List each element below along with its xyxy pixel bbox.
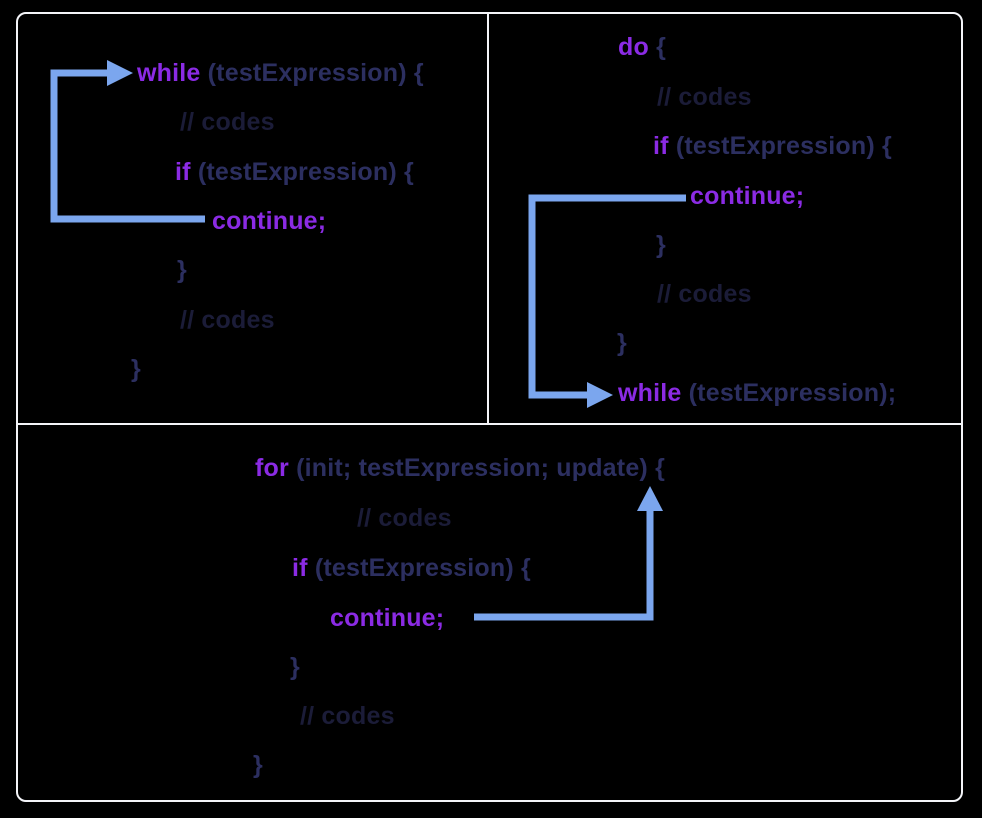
- comment-codes: // codes: [180, 306, 275, 334]
- keyword-while: while: [137, 59, 201, 87]
- comment-codes: // codes: [300, 702, 395, 730]
- code-line: continue;: [690, 180, 804, 212]
- code-line: do {: [618, 33, 667, 61]
- code-line: // codes: [180, 304, 275, 336]
- code-line: }: [177, 256, 187, 284]
- code-line: for (init; testExpression; update) {: [255, 454, 666, 482]
- code-line: if (testExpression) {: [653, 132, 892, 160]
- code-line: }: [290, 653, 300, 681]
- code-line: continue;: [330, 602, 444, 634]
- code-line: }: [656, 231, 666, 259]
- comment-codes: // codes: [357, 504, 452, 532]
- comment-codes: // codes: [657, 280, 752, 308]
- keyword-if: if: [175, 158, 191, 186]
- code-line: while (testExpression) {: [137, 59, 424, 87]
- comment-codes: // codes: [180, 108, 275, 136]
- keyword-do: do: [618, 33, 649, 61]
- code-line: // codes: [657, 278, 752, 310]
- code-line: while (testExpression);: [618, 379, 897, 407]
- keyword-while: while: [618, 379, 682, 407]
- code-line: }: [131, 355, 141, 383]
- code-line: if (testExpression) {: [175, 158, 414, 186]
- code-line: }: [617, 329, 627, 357]
- diagram-border: [16, 12, 963, 802]
- code-line: // codes: [180, 106, 275, 138]
- keyword-if: if: [292, 554, 308, 582]
- keyword-continue: continue;: [212, 207, 327, 235]
- code-line: // codes: [357, 502, 452, 534]
- keyword-if: if: [653, 132, 669, 160]
- keyword-continue: continue;: [330, 604, 445, 632]
- code-line: // codes: [300, 700, 395, 732]
- panel-divider-horizontal: [16, 423, 963, 425]
- code-line: continue;: [212, 205, 326, 237]
- code-line: }: [253, 751, 263, 779]
- code-line: if (testExpression) {: [292, 554, 531, 582]
- code-line: // codes: [657, 81, 752, 113]
- keyword-for: for: [255, 454, 289, 482]
- keyword-continue: continue;: [690, 182, 805, 210]
- comment-codes: // codes: [657, 83, 752, 111]
- panel-divider-vertical: [487, 12, 489, 423]
